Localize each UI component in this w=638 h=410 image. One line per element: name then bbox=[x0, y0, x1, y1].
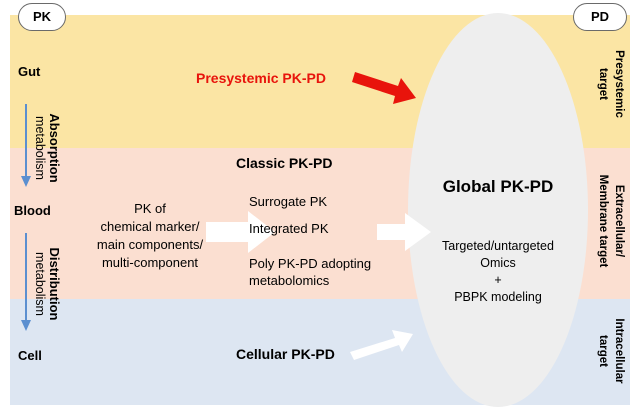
distribution-metabolism-text: metabolism bbox=[33, 252, 47, 316]
models-to-global-arrow bbox=[377, 213, 431, 251]
blood-label: Blood bbox=[14, 203, 51, 218]
distribution-arrow bbox=[21, 233, 31, 331]
poly-pkpd-line: Poly PK-PD adopting bbox=[249, 256, 372, 271]
presystemic-target-line: Presystemic bbox=[613, 50, 625, 118]
pk-of-line: main components/ bbox=[96, 237, 204, 252]
presystemic-target-line: target bbox=[597, 68, 609, 100]
global-detail-line: Targeted/untargeted bbox=[442, 239, 554, 253]
global-pkpd-details: Targeted/untargeted Omics + PBPK modelin… bbox=[408, 238, 588, 306]
presystemic-red-arrow bbox=[352, 72, 416, 104]
intracellular-target-line: target bbox=[597, 335, 609, 367]
integrated-pk-label: Integrated PK bbox=[249, 221, 329, 236]
presystemic-target-label: Presystemic target bbox=[593, 34, 627, 134]
cellular-pkpd-label: Cellular PK-PD bbox=[236, 346, 335, 362]
pk-of-line: PK of bbox=[134, 201, 166, 216]
poly-pkpd-label: Poly PK-PD adopting metabolomics bbox=[249, 255, 371, 289]
classic-pkpd-label: Classic PK-PD bbox=[236, 155, 333, 171]
absorption-metabolism-text: metabolism bbox=[33, 116, 47, 180]
extracellular-target-line: Extracellular/ bbox=[613, 184, 625, 258]
absorption-text: Absorption bbox=[47, 113, 62, 183]
surrogate-pk-label: Surrogate PK bbox=[249, 194, 328, 209]
poly-pkpd-line: metabolomics bbox=[249, 273, 330, 288]
global-pkpd-title: Global PK-PD bbox=[442, 177, 554, 196]
global-detail-line: PBPK modeling bbox=[454, 290, 542, 304]
intracellular-target-label: Intracellular target bbox=[593, 301, 627, 401]
pk-pill: PK bbox=[18, 3, 66, 31]
pk-of-line: multi-component bbox=[101, 255, 199, 270]
distribution-label: Distribution metabolism bbox=[30, 236, 62, 332]
pk-to-models-arrow bbox=[206, 211, 275, 253]
global-detail-line: Omics bbox=[480, 256, 516, 270]
distribution-text: Distribution bbox=[47, 247, 62, 321]
absorption-label: Absorption metabolism bbox=[30, 100, 62, 196]
cellular-to-global-arrow bbox=[350, 330, 413, 360]
extracellular-target-line: Membrane target bbox=[597, 174, 609, 268]
presystemic-pkpd-label: Presystemic PK-PD bbox=[196, 70, 326, 86]
absorption-arrow bbox=[21, 104, 31, 187]
global-pkpd-ellipse bbox=[408, 13, 588, 407]
cell-label: Cell bbox=[18, 348, 42, 363]
global-detail-line: + bbox=[494, 273, 502, 287]
intracellular-target-line: Intracellular bbox=[613, 318, 625, 384]
gut-label: Gut bbox=[18, 64, 41, 79]
pk-of-block: PK of chemical marker/ main components/ … bbox=[84, 200, 216, 272]
pk-of-line: chemical marker/ bbox=[100, 219, 200, 234]
pd-pill: PD bbox=[573, 3, 627, 31]
extracellular-target-label: Extracellular/ Membrane target bbox=[593, 156, 627, 286]
